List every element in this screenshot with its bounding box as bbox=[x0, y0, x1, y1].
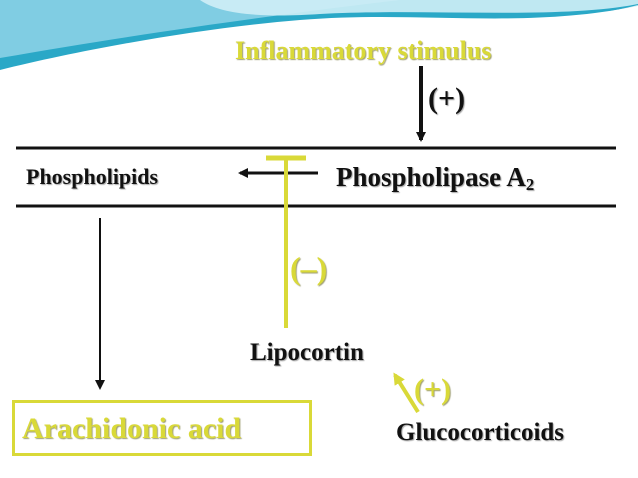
glucocorticoids-label: Glucocorticoids bbox=[396, 419, 565, 446]
minus-label: (–) bbox=[290, 250, 328, 286]
plus-top-label: (+) bbox=[428, 82, 466, 115]
glucocorticoids-to-lipocortin-arrow bbox=[393, 372, 420, 414]
lipocortin-label: Lipocortin bbox=[250, 339, 364, 366]
phospholipase-subscript: 2 bbox=[525, 175, 535, 195]
inflammatory-stimulus-label: Inflammatory stimulus bbox=[235, 36, 492, 65]
phospholipids-label: Phospholipids bbox=[26, 164, 159, 189]
plus-bottom-label: (+) bbox=[414, 373, 452, 406]
phospholipase-main-text: Phospholipase A bbox=[336, 162, 526, 192]
arachidonic-acid-box bbox=[12, 400, 312, 456]
phospholipase-label: Phospholipase A2 bbox=[336, 164, 534, 194]
header-swoosh bbox=[0, 0, 638, 73]
arachidonic-acid-label: Arachidonic acid bbox=[22, 412, 242, 445]
